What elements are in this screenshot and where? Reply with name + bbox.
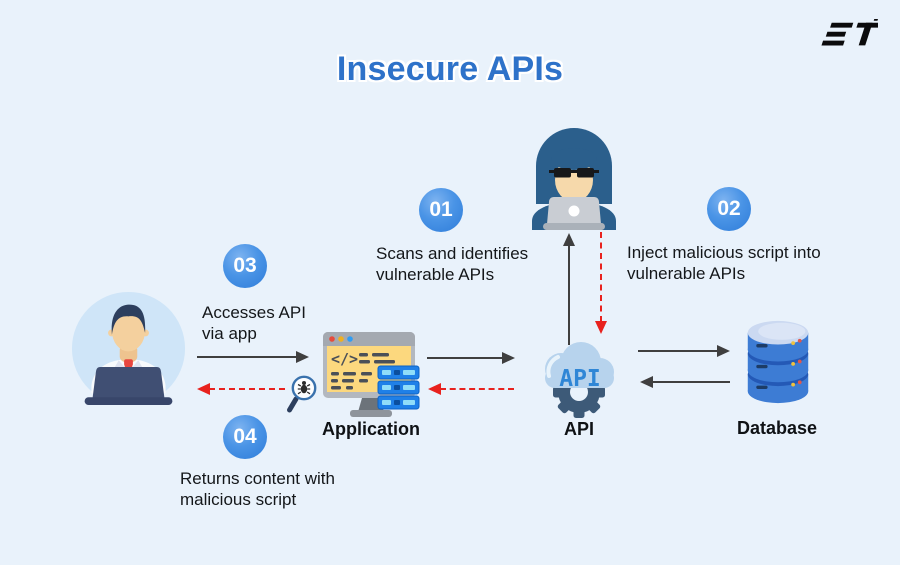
- et-logo-icon: [821, 19, 878, 46]
- arrow-application-to-user-malicious: [197, 382, 285, 395]
- user-icon: [71, 291, 186, 406]
- application-icon: </>: [323, 332, 420, 417]
- arrow-user-to-application: [197, 350, 309, 363]
- server-stack-icon: [377, 365, 420, 410]
- arrow-api-to-hacker-scan: [562, 233, 575, 345]
- step-badge-03: 03: [223, 244, 267, 288]
- hacker-icon: [532, 128, 616, 230]
- step-badge-02: 02: [707, 187, 751, 231]
- arrow-api-to-application-malicious: [428, 382, 514, 395]
- application-label: Application: [322, 419, 420, 439]
- database-icon: [747, 320, 809, 404]
- arrow-database-to-api: [640, 375, 730, 388]
- step-text-02: Inject malicious script into vulnerable …: [627, 243, 821, 283]
- step-text-03: Accesses API via app: [202, 303, 306, 343]
- arrow-application-to-api: [427, 351, 515, 364]
- bug-scanner-icon: [287, 375, 317, 413]
- database-label: Database: [736, 418, 818, 438]
- arrow-api-to-database: [638, 344, 730, 357]
- page-title: Insecure APIs: [336, 50, 564, 88]
- api-label: API: [563, 419, 594, 439]
- arrow-hacker-to-api-inject: [594, 232, 607, 334]
- step-text-01: Scans and identifies vulnerable APIs: [376, 244, 529, 284]
- api-cloud-text: API: [559, 366, 601, 392]
- step-badge-04: 04: [223, 415, 267, 459]
- code-glyph: </>: [331, 350, 358, 368]
- api-icon: API: [545, 342, 614, 418]
- step-text-04: Returns content with malicious script: [180, 469, 335, 509]
- step-badge-01: 01: [419, 188, 463, 232]
